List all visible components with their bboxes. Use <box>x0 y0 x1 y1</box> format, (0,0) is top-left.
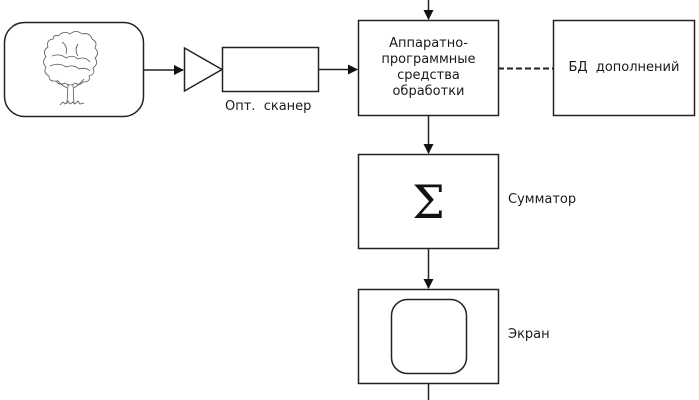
processing-box <box>357 19 500 117</box>
summation-symbol: Σ <box>412 174 445 229</box>
screen-label: Экран <box>508 327 550 342</box>
screen-icon <box>390 298 468 375</box>
scanner-box <box>221 46 320 93</box>
processing-label: Аппаратно- программные средства обработк… <box>359 21 498 115</box>
processing-label-line: средства <box>397 68 460 83</box>
scanner-label: Опт. сканер <box>225 99 312 114</box>
database-label: БД дополнений <box>568 60 680 75</box>
summator-label: Сумматор <box>508 192 577 207</box>
triangle-amplifier-icon <box>183 46 224 93</box>
processing-label-line: Аппаратно- <box>389 36 468 51</box>
processing-label-line: обработки <box>392 84 465 99</box>
tree-icon <box>43 31 98 106</box>
processing-label-line: программные <box>381 52 476 67</box>
database-box <box>552 19 696 117</box>
summator-box <box>357 153 500 250</box>
